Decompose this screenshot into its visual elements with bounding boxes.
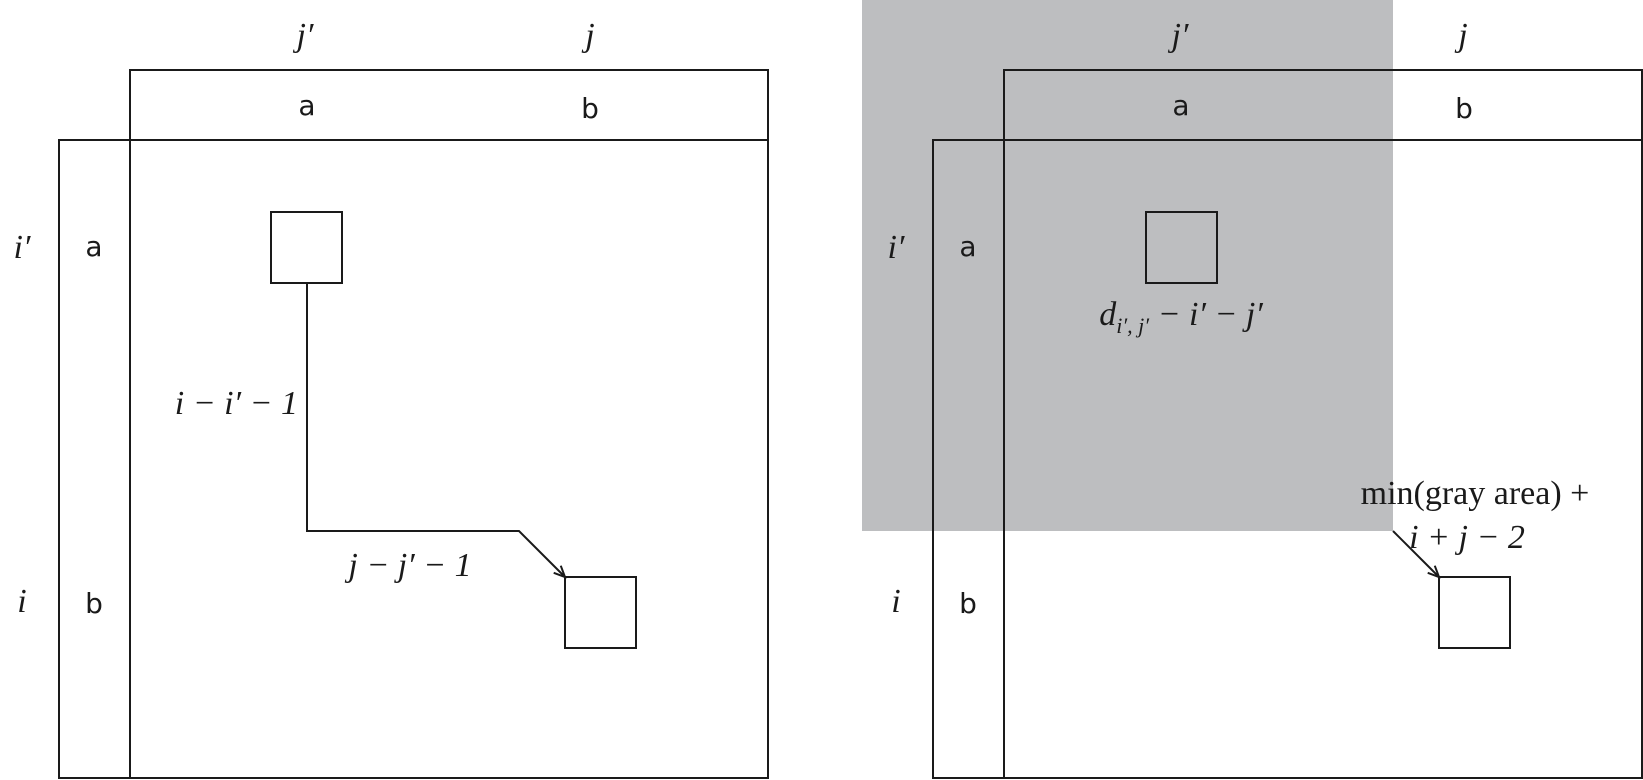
right-matrix-body [1003,139,1643,779]
right-row-var-iprime: i′ [888,229,905,266]
right-col-var-j: j [1454,17,1467,54]
left-column-header-box [129,69,769,141]
left-horizontal-label: j − j′ − 1 [344,547,471,584]
left-matrix-body [129,139,769,779]
right-col-letter-a: a [1172,89,1189,122]
right-row-letter-a: a [959,230,976,263]
right-col-var-jprime: j′ [1168,17,1189,54]
left-row-letter-b: b [85,587,103,620]
right-annotation-line2: i + j − 2 [1409,519,1525,556]
cost-d: d [1099,296,1117,333]
right-cell-i-j [1438,576,1511,649]
left-row-var-iprime: i′ [14,229,31,266]
left-vertical-label: i − i′ − 1 [175,385,298,422]
left-row-var-i: i [17,583,26,620]
right-annotation-line1: min(gray area) + [1361,475,1590,512]
cost-sub-sep: , [1127,313,1138,338]
left-col-letter-a: a [298,89,315,122]
left-col-var-jprime: j′ [293,17,314,54]
right-row-var-i: i [891,583,900,620]
left-panel: j′ j a b i′ i a b i − i′ − 1 j − j′ − 1 [14,17,769,779]
right-row-letter-b: b [959,587,977,620]
left-cell-i-j [564,576,637,649]
right-panel: j′ j a b i′ i a b di′, j′ − i′ − j′ min(… [862,0,1643,779]
right-cell-iprime-jprime [1145,211,1218,284]
cost-rest: − i′ − j′ [1149,296,1263,333]
cost-sub-j: j′ [1135,313,1150,338]
right-cell-cost-label: di′, j′ − i′ − j′ [1099,296,1263,338]
left-cell-iprime-jprime [270,211,343,284]
cost-sub-i: i′ [1116,313,1128,338]
gray-area [862,0,1393,531]
right-arrow [1392,530,1439,577]
right-col-letter-b: b [1455,92,1473,125]
left-col-letter-b: b [581,92,599,125]
left-path-arrow [306,283,565,577]
left-col-var-j: j [581,17,594,54]
left-row-letter-a: a [85,230,102,263]
